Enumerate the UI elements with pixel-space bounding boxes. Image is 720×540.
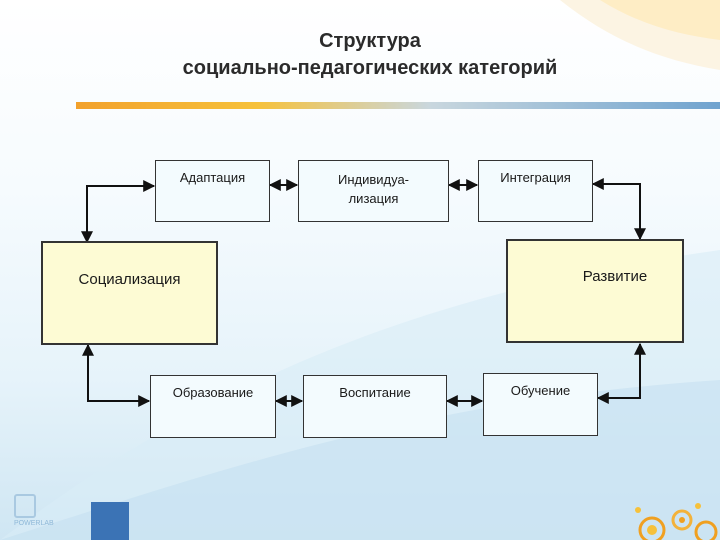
edge-development-learning bbox=[596, 342, 646, 404]
node-upbringing: Воспитание bbox=[303, 375, 447, 438]
node-adaptation: Адаптация bbox=[155, 160, 270, 222]
node-integration: Интеграция bbox=[478, 160, 593, 222]
page-title: Структура социально-педагогических катег… bbox=[130, 28, 610, 82]
node-individualization-label-line1: Индивидуа- bbox=[337, 172, 410, 187]
edge-integration-development bbox=[591, 178, 646, 241]
node-education-label: Образование bbox=[172, 385, 254, 400]
node-learning: Обучение bbox=[483, 373, 598, 436]
decorative-blue-square bbox=[91, 502, 129, 540]
node-learning-label: Обучение bbox=[510, 383, 571, 398]
title-underline-bar bbox=[76, 102, 720, 109]
decorative-flowers-icon bbox=[635, 503, 718, 540]
node-individualization-label-line2: лизация bbox=[348, 191, 399, 206]
title-line-1: Структура bbox=[319, 30, 421, 52]
node-socialization-label: Социализация bbox=[78, 271, 181, 288]
logo-text: POWERLAB bbox=[14, 520, 54, 527]
logo-mark-icon bbox=[14, 494, 36, 518]
edge-education-socialization bbox=[82, 343, 151, 407]
node-education: Образование bbox=[150, 375, 276, 438]
node-individualization: Индивидуа- лизация bbox=[298, 160, 449, 222]
node-adaptation-label: Адаптация bbox=[179, 170, 246, 185]
node-development-label: Развитие bbox=[582, 268, 648, 285]
powerlab-logo: POWERLAB bbox=[14, 494, 54, 527]
node-integration-label: Интеграция bbox=[500, 170, 571, 185]
edge-socialization-adaptation bbox=[81, 180, 156, 244]
node-upbringing-label: Воспитание bbox=[339, 385, 411, 400]
node-development: Развитие bbox=[506, 239, 684, 343]
title-line-2: социально-педагогических категорий bbox=[182, 57, 558, 79]
node-socialization: Социализация bbox=[41, 241, 218, 345]
